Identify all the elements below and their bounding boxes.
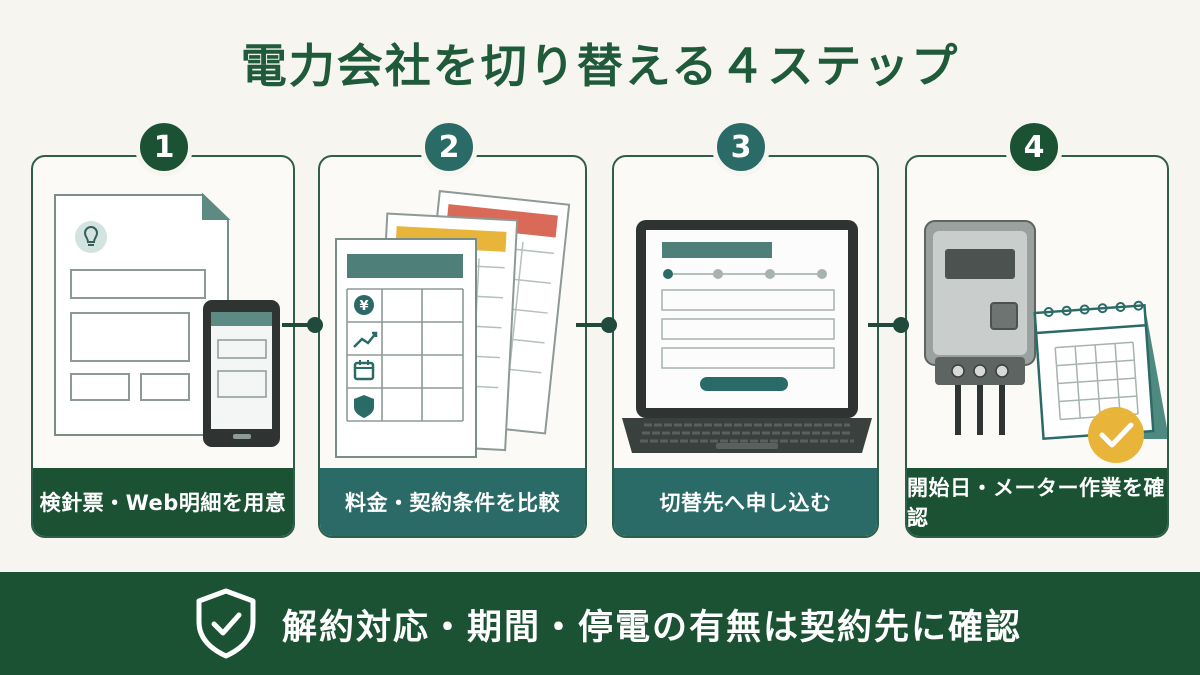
electric-meter-and-calendar-icon — [924, 220, 1167, 463]
footer-text: 解約対応・期間・停電の有無は契約先に確認 — [282, 607, 1023, 648]
connector-2-3 — [576, 317, 617, 333]
step-2-label: 料金・契約条件を比較 — [320, 468, 585, 536]
step-4-card: 開始日・メーター作業を確認 — [905, 155, 1169, 538]
footer-banner: 解約対応・期間・停電の有無は契約先に確認 — [0, 572, 1200, 675]
step-2-number: 2 — [420, 118, 478, 176]
step-3-card: 切替先へ申し込む — [612, 155, 879, 538]
shield-check-icon — [196, 588, 256, 659]
step-3-number: 3 — [712, 118, 770, 176]
connector-1-2 — [282, 317, 323, 333]
connector-3-4 — [868, 317, 909, 333]
page-title: 電力会社を切り替える４ステップ — [240, 39, 960, 93]
step-4-label: 開始日・メーター作業を確認 — [907, 468, 1167, 536]
bill-and-smartphone-icon — [54, 192, 280, 447]
laptop-application-form-icon — [622, 220, 872, 453]
step-4-number: 4 — [1005, 118, 1063, 176]
step-2-card: ¥ 料金・契約条件を比較 — [318, 155, 587, 538]
step-3-label: 切替先へ申し込む — [614, 468, 877, 536]
step-1-label: 検針票・Web明細を用意 — [33, 468, 293, 536]
step-1-number: 1 — [135, 118, 193, 176]
step-1-card: 検針票・Web明細を用意 — [31, 155, 295, 538]
yen-icon: ¥ — [359, 299, 368, 314]
comparison-sheets-icon: ¥ — [335, 190, 571, 458]
